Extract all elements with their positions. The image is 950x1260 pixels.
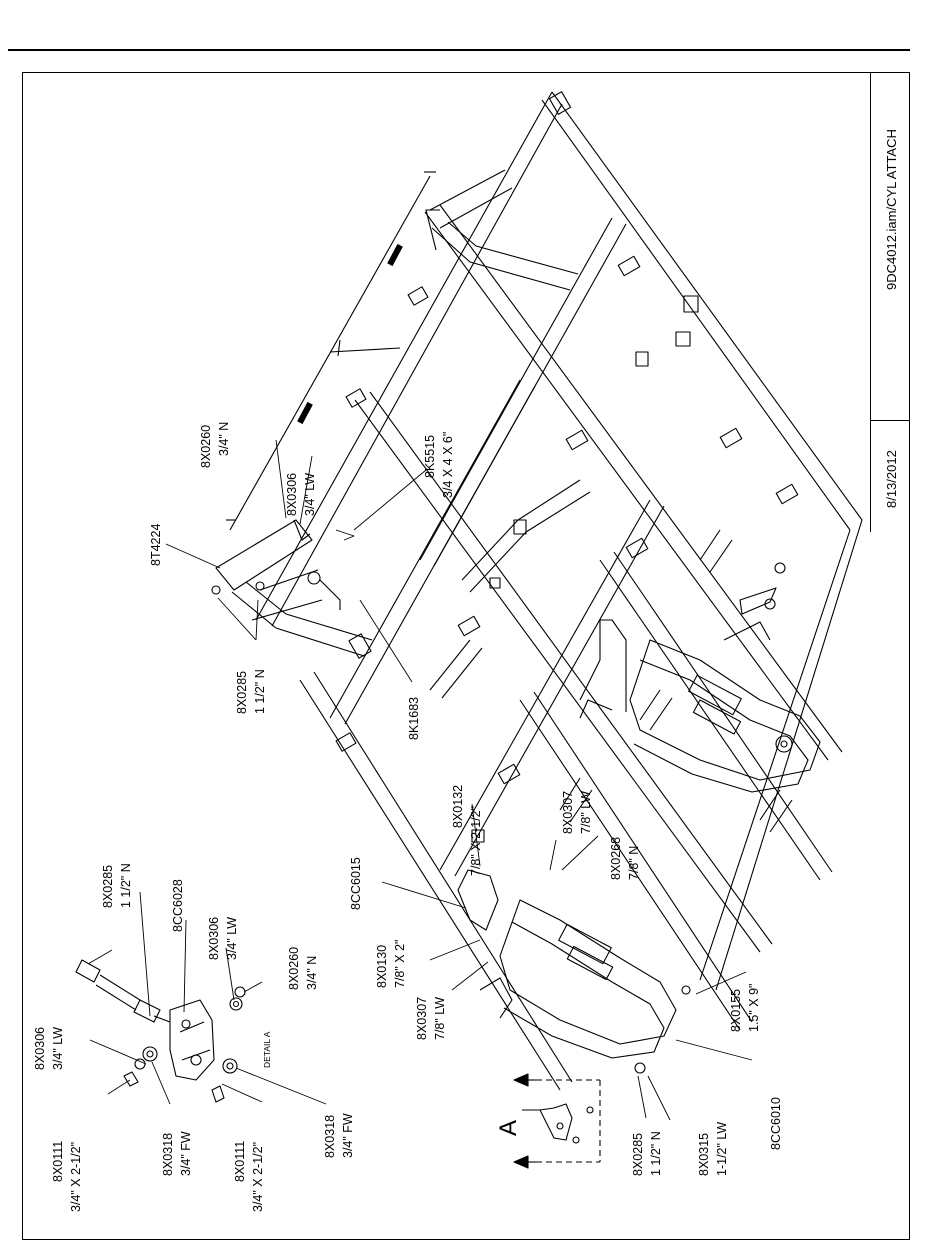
label-8X0155: 8X0155 [729,989,743,1032]
label-8T4224: 8T4224 [149,524,163,566]
drawing-border [22,72,910,1240]
label-8X0268: 8X0268 [609,837,623,880]
title-block-divider [870,420,910,422]
detail-a-cylinder [75,959,246,1103]
label-detail-8X0306-left-size: 3/4" LW [51,1027,65,1070]
label-detail-8X0318-left-size: 3/4" FW [179,1131,193,1176]
label-detail-8X0111-left-size: 3/4" X 2-1/2" [69,1142,83,1212]
label-8CC6015: 8CC6015 [349,857,363,910]
label-8X0285-low-size: 1 1/2" N [649,1131,663,1176]
label-8X0132-size: 7/8" X 2-1/2" [469,806,483,876]
label-8X0306-top: 8X0306 [285,473,299,516]
label-8CC6010: 8CC6010 [769,1097,783,1150]
support-arm-8K1683 [319,209,440,610]
label-8X0307-mid-size: 7/8" LW [579,791,593,834]
label-8X0315: 8X0315 [697,1133,711,1176]
label-detail-8X0318-right: 8X0318 [323,1115,337,1158]
label-8K1683: 8K1683 [407,697,421,740]
label-detail-8X0306-left: 8X0306 [33,1027,47,1070]
label-8X0130: 8X0130 [375,945,389,988]
label-detail-8X0306-right: 8X0306 [207,917,221,960]
dimension-lines [226,171,436,531]
label-detail-8X0260-size: 3/4" N [305,956,319,990]
title-block [870,72,910,532]
cylinder-bracket-8T4224 [211,519,373,659]
label-8X0155-size: 1.5" X 9" [747,984,761,1033]
label-detail-8X0111-right: 8X0111 [233,1141,247,1182]
label-detail-8CC6028: 8CC6028 [171,879,185,932]
detail-a-callout: A [495,1120,522,1136]
label-detail-8X0285: 8X0285 [101,865,115,908]
part-labels: 8T4224 8X0260 3/4" N 8X0306 3/4" LW 8K55… [33,422,783,1212]
frame-assembly [255,91,863,1091]
label-8X0306-top-size: 3/4" LW [303,473,317,516]
label-8X0307-mid: 8X0307 [561,791,575,834]
label-8X0130-size: 7/8" X 2" [393,940,407,989]
label-8X0260-top-size: 3/4" N [217,422,231,456]
label-8X0285-top: 8X0285 [235,671,249,714]
top-rule [8,49,910,51]
detail-a-caption: DETAIL A [262,1031,272,1068]
label-detail-8X0306-right-size: 3/4" LW [225,917,239,960]
label-detail-8X0318-left: 8X0318 [161,1133,175,1176]
label-detail-8X0111-left: 8X0111 [51,1141,65,1182]
detail-a-inset [513,1073,601,1169]
label-8X0268-size: 7/8" N [627,846,641,880]
label-8X0315-size: 1-1/2" LW [715,1122,729,1176]
label-8X0285-low: 8X0285 [631,1133,645,1176]
label-detail-8X0285-size: 1 1/2" N [119,863,133,908]
label-detail-8X0111-right-size: 3/4" X 2-1/2" [251,1142,265,1212]
label-8X0132: 8X0132 [451,785,465,828]
label-8X0307-low: 8X0307 [415,997,429,1040]
leader-lines [87,439,753,1121]
label-8X0285-top-size: 1 1/2" N [253,669,267,714]
label-detail-8X0260: 8X0260 [287,947,301,990]
label-8K5515-size: 3/4 X 4 X 6" [441,432,455,498]
dimension-marks [297,243,403,425]
label-8X0307-low-size: 7/8" LW [433,997,447,1040]
hitch-assembly [457,562,821,1074]
label-detail-8X0318-right-size: 3/4" FW [341,1113,355,1158]
label-8K5515: 8K5515 [423,435,437,478]
label-8X0260-top: 8X0260 [199,425,213,468]
